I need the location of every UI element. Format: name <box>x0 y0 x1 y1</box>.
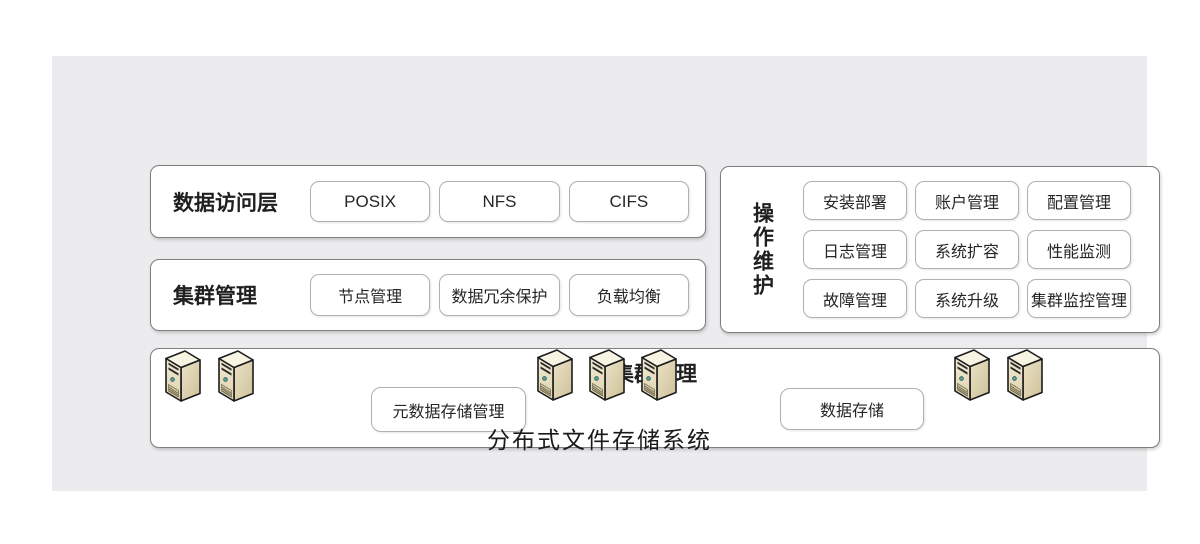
chip-load-balancing: 负载均衡 <box>568 274 689 316</box>
server-icon <box>950 347 994 401</box>
label-cluster-management: 集群管理 <box>173 285 257 308</box>
chip-account-management: 账户管理 <box>915 181 1019 220</box>
chip-log-management: 日志管理 <box>803 230 907 269</box>
server-icon <box>161 348 205 402</box>
server-icon <box>637 347 681 401</box>
chip-install-deployment: 安装部署 <box>803 181 907 220</box>
chip-node-management: 节点管理 <box>310 274 431 316</box>
box-cluster-management: 集群管理 节点管理 数据冗余保护 负载均衡 <box>150 259 706 331</box>
chip-system-expansion: 系统扩容 <box>915 230 1019 269</box>
label-operations-maintenance: 操作维护 <box>750 201 774 298</box>
operations-grid: 安装部署 账户管理 配置管理 日志管理 系统扩容 性能监测 故障管理 系统升级 … <box>803 181 1131 318</box>
chip-config-management: 配置管理 <box>1027 181 1131 220</box>
chip-cifs: CIFS <box>568 181 689 222</box>
server-icon <box>585 347 629 401</box>
label-operations-maintenance-wrap: 操作维护 <box>721 181 803 318</box>
diagram-title: 分布式文件存储系统 <box>487 427 712 453</box>
chip-metadata-storage-management: 元数据存储管理 <box>371 387 526 432</box>
chip-system-upgrade: 系统升级 <box>915 279 1019 318</box>
chip-data-redundancy-protection: 数据冗余保护 <box>439 274 560 316</box>
label-data-access-layer: 数据访问层 <box>173 191 278 215</box>
box-data-access-layer: 数据访问层 POSIX NFS CIFS <box>150 165 706 238</box>
server-icon <box>1003 347 1047 401</box>
server-icon <box>533 347 577 401</box>
box-operations-maintenance: 操作维护 安装部署 账户管理 配置管理 日志管理 系统扩容 性能监测 故障管理 … <box>720 166 1160 333</box>
chip-nfs: NFS <box>439 181 560 222</box>
chip-performance-monitoring: 性能监测 <box>1027 230 1131 269</box>
server-icon <box>214 348 258 402</box>
chip-fault-management: 故障管理 <box>803 279 907 318</box>
chip-posix: POSIX <box>310 181 431 222</box>
chip-cluster-monitoring-management: 集群监控管理 <box>1027 279 1131 318</box>
chip-data-storage: 数据存储 <box>780 388 924 430</box>
system-panel: 数据访问层 POSIX NFS CIFS 集群管理 节点管理 数据冗余保护 负载… <box>52 56 1160 491</box>
